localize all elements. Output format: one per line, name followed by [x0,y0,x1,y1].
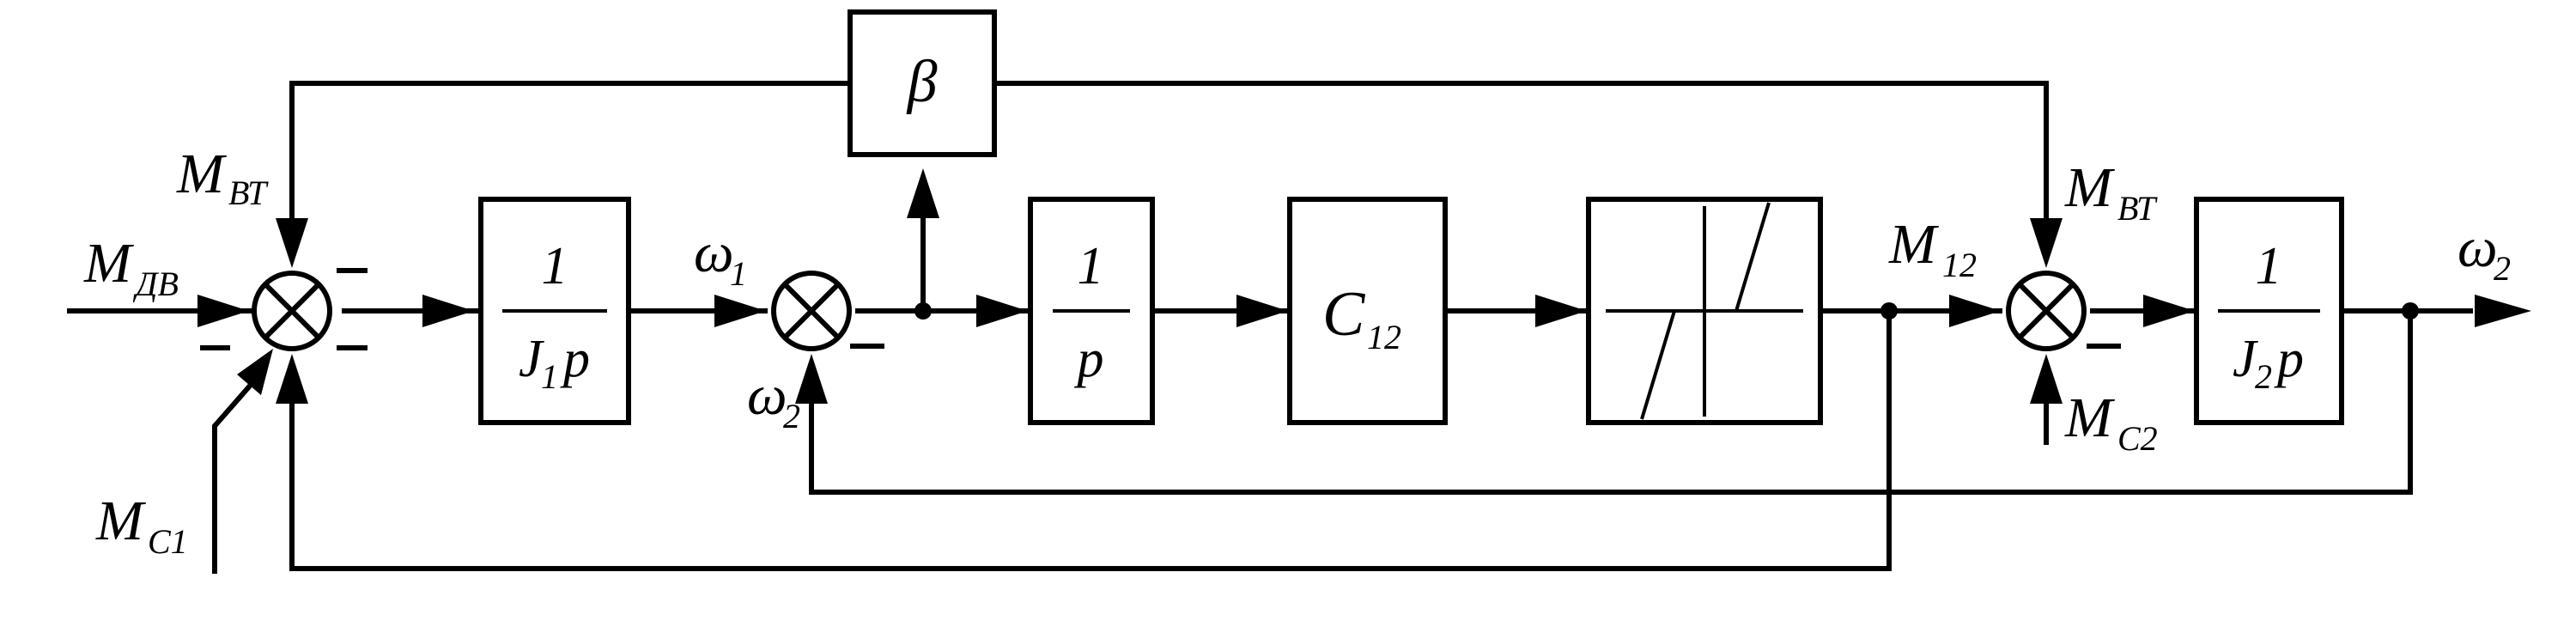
arrowhead [1949,295,2001,327]
label-m-vt-right: M [2064,156,2116,219]
arrowhead [276,218,308,268]
label-m-vt-left: M [176,143,228,205]
label-m-c2-sub: С2 [2117,419,2158,458]
label-m-c1-sub: С1 [148,522,188,561]
j1-denominator-j: J [519,330,544,388]
junction-dot [1880,302,1898,320]
wire-beta-right [994,81,2049,222]
arrowhead [237,349,273,395]
label-m12: M [1888,213,1940,276]
j2-denominator-j: J [2233,330,2258,388]
label-m-dv: M [83,232,135,295]
summing-junction-1 [252,271,332,351]
integrator-block: 1 p [1028,197,1155,425]
junction-dot [2402,302,2419,320]
junction-dot [914,302,932,320]
label-m-c1: M [95,490,147,552]
wire-mc1-input [212,383,253,574]
summing-junction-3 [2006,271,2087,351]
stiffness-c: C [1322,279,1366,350]
label-m-vt-left-sub: ВТ [228,173,269,212]
arrowhead [2143,295,2195,327]
arrowhead [976,295,1028,327]
arrowhead [2030,218,2063,268]
arrowhead [2030,354,2063,404]
j1-numerator: 1 [542,237,568,295]
j2-denominator-sub: 2 [2255,357,2272,396]
backlash-negative-slope [1640,310,1676,420]
j1-denominator-p: p [560,330,590,388]
summing-junction-2 [771,271,852,351]
wire-omega2-feedback [809,311,2413,495]
label-omega1: ω [694,222,734,284]
integrator-denominator: p [1074,330,1104,388]
j2-denominator-p: p [2274,330,2304,388]
j2-transfer-block: 1 J 2 p [2194,197,2344,425]
label-omega1-sub: 1 [730,254,747,293]
arrowhead [907,168,939,218]
label-m12-sub: 12 [1942,246,1977,284]
arrowhead [1236,295,1288,327]
j2-numerator: 1 [2256,237,2282,295]
j1-transfer-block: 1 J 1 p [478,197,631,425]
arrowhead [197,295,249,327]
stiffness-block: C 12 [1287,197,1448,425]
backlash-nonlinearity-block [1586,197,1823,425]
j1-denominator-sub: 1 [541,357,558,396]
label-m-c2: M [2064,386,2116,449]
arrowhead [2475,295,2531,327]
backlash-positive-slope [1735,202,1771,312]
label-omega2-output-sub: 2 [2494,249,2511,288]
arrowhead [1535,295,1587,327]
wire-beta-left [289,81,850,222]
label-omega2-feedback: ω [747,364,787,427]
integrator-numerator: 1 [1078,237,1104,295]
label-m-vt-right-sub: ВТ [2117,189,2158,228]
wire-m12-feedback [289,311,1892,571]
arrowhead [276,354,308,404]
label-m-dv-sub: ДВ [132,265,179,303]
beta-block: β [848,9,997,157]
arrowhead [795,354,828,404]
label-omega2-feedback-sub: 2 [783,397,800,435]
label-omega2-output: ω [2458,216,2498,279]
arrowhead [714,295,766,327]
beta-label: β [906,49,938,115]
stiffness-sub: 12 [1367,318,1401,356]
arrowhead [422,295,474,327]
